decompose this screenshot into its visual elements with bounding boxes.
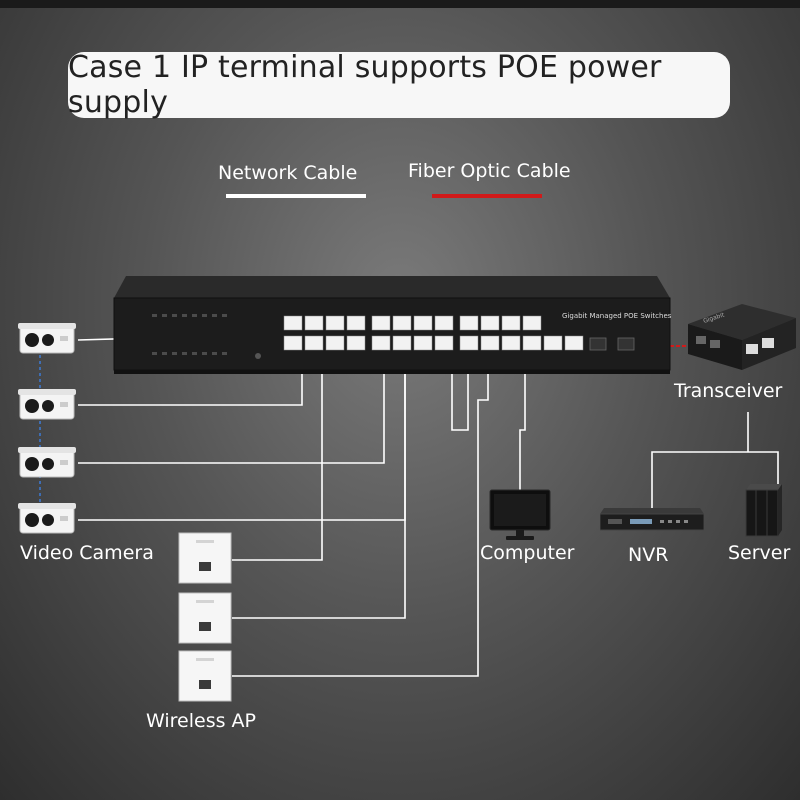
- computer-cable: [519, 362, 526, 490]
- top-bar: [0, 0, 800, 8]
- ap-3-cable: [232, 362, 489, 677]
- ap-2-cable: [232, 362, 406, 619]
- wireless-ap-3: [178, 650, 232, 702]
- video-camera-1: [18, 323, 76, 354]
- video-camera-2: [18, 389, 76, 420]
- label-nvr: NVR: [628, 544, 669, 566]
- legend-network-line: [226, 194, 366, 198]
- ap-1-cable: [232, 362, 323, 561]
- label-computer: Computer: [480, 542, 575, 564]
- switch-uplink-cable: [451, 362, 469, 431]
- label-server: Server: [728, 542, 791, 564]
- label-wireless-ap: Wireless AP: [146, 710, 256, 732]
- camera-3-cable: [78, 362, 385, 464]
- transceiver: Gigabit: [688, 304, 796, 370]
- legend-fiber-line: [432, 194, 542, 198]
- computer-monitor: [489, 489, 551, 540]
- video-camera-3: [18, 447, 76, 478]
- nvr-device: [600, 508, 704, 531]
- camera-2-cable: [78, 362, 303, 406]
- wireless-ap-1: [178, 532, 232, 584]
- label-transceiver: Transceiver: [674, 380, 783, 402]
- switch-brand-text: Gigabit Managed POE Switches: [562, 312, 672, 320]
- wireless-ap-2: [178, 592, 232, 644]
- label-video-camera: Video Camera: [20, 542, 154, 564]
- legend-fiber-optic-cable: Fiber Optic Cable: [408, 160, 571, 182]
- server-rack: [745, 484, 782, 537]
- video-camera-4: [18, 503, 76, 534]
- poe-switch: [113, 276, 671, 374]
- page-title: Case 1 IP terminal supports POE power su…: [68, 50, 730, 120]
- nvr-server-cable: [651, 451, 779, 514]
- legend-network-cable: Network Cable: [218, 162, 358, 184]
- camera-4-cable: [78, 362, 406, 521]
